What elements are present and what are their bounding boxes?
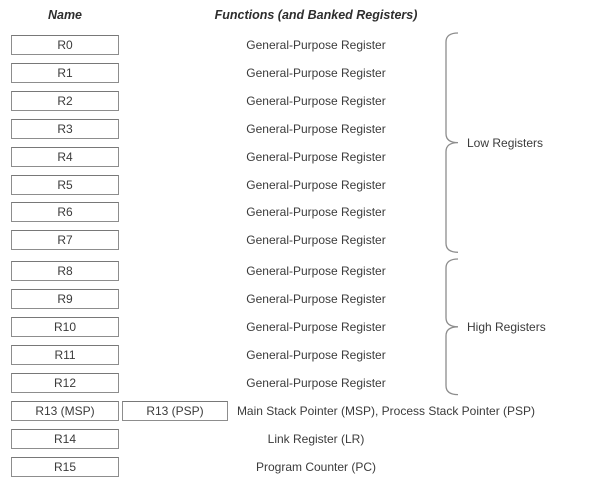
register-box: R9 xyxy=(11,289,119,310)
column-header-functions: Functions (and Banked Registers) xyxy=(214,8,418,22)
register-function-label: General-Purpose Register xyxy=(246,38,386,52)
banked-register-box: R13 (PSP) xyxy=(122,400,228,421)
register-function-label: General-Purpose Register xyxy=(246,205,386,220)
register-box: R1 xyxy=(11,62,119,83)
register-box: R8 xyxy=(11,261,119,282)
register-box: R2 xyxy=(11,90,119,111)
register-box: R14 xyxy=(11,428,119,449)
register-function-label: General-Purpose Register xyxy=(246,292,386,307)
brace-path xyxy=(445,32,459,253)
register-box: R12 xyxy=(11,372,119,393)
register-function-label: General-Purpose Register xyxy=(246,375,386,390)
register-function-label: General-Purpose Register xyxy=(246,320,386,334)
register-box: R5 xyxy=(11,174,119,195)
brace-path xyxy=(445,258,459,396)
column-header-name: Name xyxy=(47,8,83,22)
register-box: R15 xyxy=(11,456,119,477)
register-function-label: General-Purpose Register xyxy=(246,121,386,136)
register-function-label: Link Register (LR) xyxy=(267,431,365,446)
register-function-label: General-Purpose Register xyxy=(246,233,386,248)
group-brace xyxy=(445,32,459,253)
group-brace xyxy=(445,258,459,396)
register-map-diagram: Name Functions (and Banked Registers) R0… xyxy=(11,8,546,477)
register-function-label: Program Counter (PC) xyxy=(255,459,377,474)
group-label: High Registers xyxy=(467,320,546,334)
register-box: R11 xyxy=(11,344,119,365)
register-box: R3 xyxy=(11,118,119,139)
register-function-label: General-Purpose Register xyxy=(246,177,386,192)
register-box: R6 xyxy=(11,202,119,223)
register-function-label: General-Purpose Register xyxy=(246,347,386,362)
register-box: R13 (MSP) xyxy=(11,400,119,421)
register-box: R7 xyxy=(11,230,119,251)
register-function-label: General-Purpose Register xyxy=(246,149,386,164)
register-box: R10 xyxy=(11,317,119,337)
register-function-label: Main Stack Pointer (MSP), Process Stack … xyxy=(236,403,536,418)
register-box: R4 xyxy=(11,146,119,167)
register-function-label: General-Purpose Register xyxy=(246,93,386,108)
register-function-label: General-Purpose Register xyxy=(246,65,386,80)
register-function-label: General-Purpose Register xyxy=(246,264,386,279)
register-box: R0 xyxy=(11,35,119,55)
group-label: Low Registers xyxy=(467,135,544,150)
